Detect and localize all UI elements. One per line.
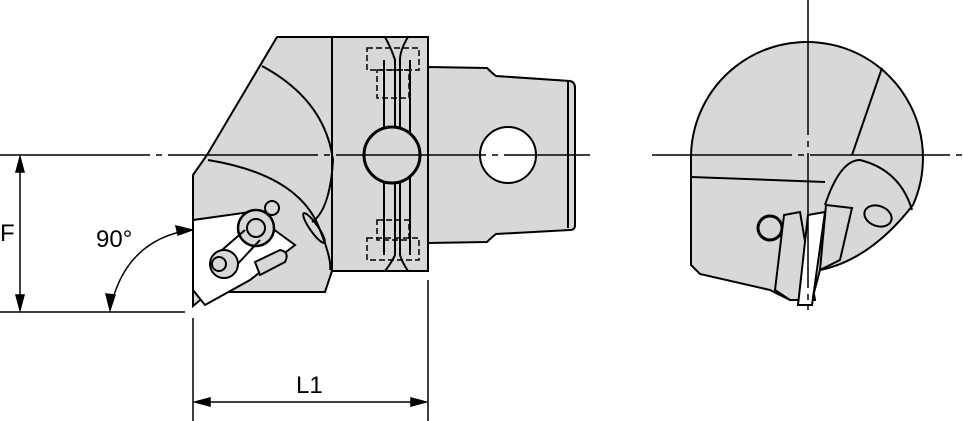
- clamp-screw: [236, 208, 276, 248]
- end-view: [690, 40, 924, 306]
- centerlines-end: [652, 0, 963, 310]
- side-view: [192, 36, 576, 309]
- dimension-L1: [192, 280, 429, 421]
- end-clamp-screw: [756, 214, 784, 242]
- dimension-F-label: F: [0, 220, 15, 247]
- dimension-F: [0, 154, 185, 313]
- dimension-L1-label: L1: [296, 372, 323, 399]
- angle-label: 90°: [96, 226, 133, 253]
- end-body: [690, 40, 924, 301]
- dimension-angle: [105, 224, 195, 313]
